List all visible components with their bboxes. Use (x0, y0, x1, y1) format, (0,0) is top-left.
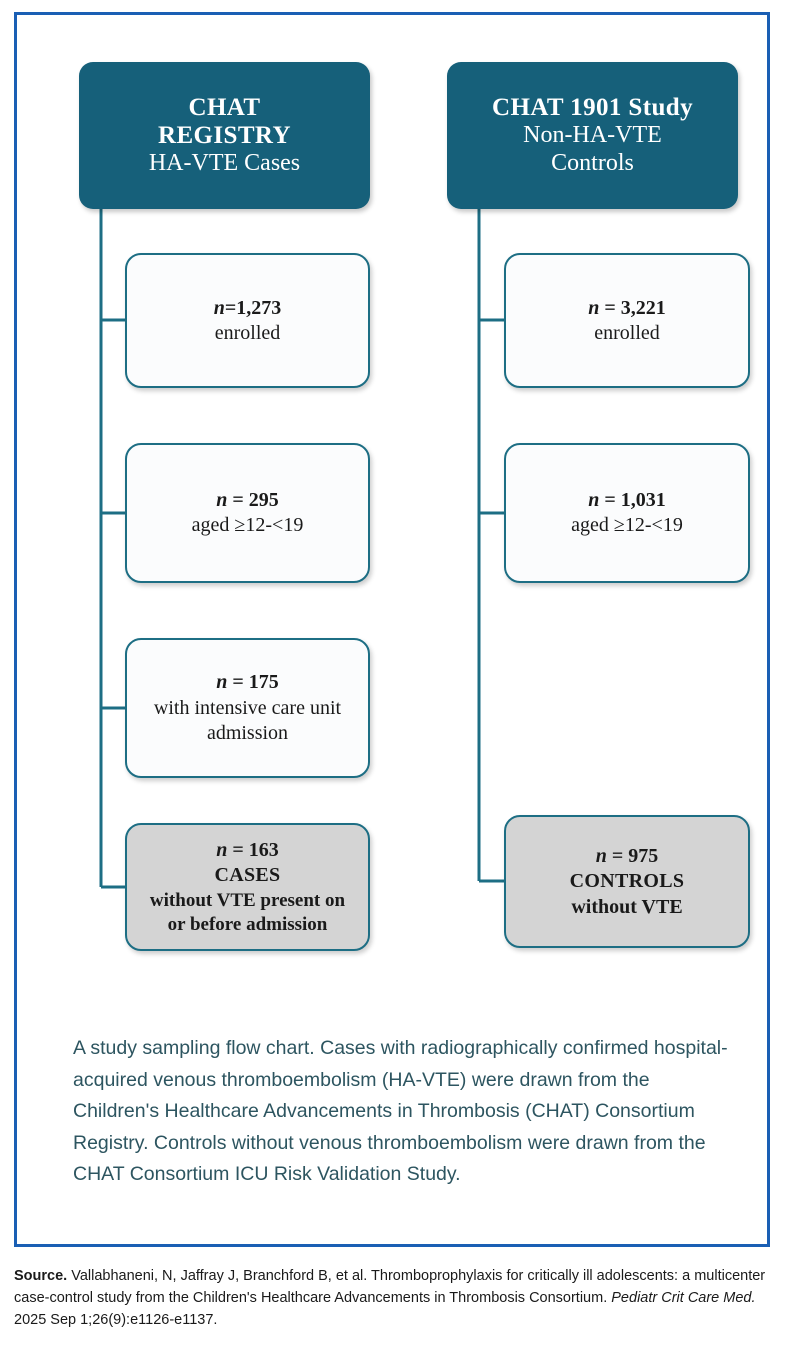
n-symbol: n (213, 296, 225, 319)
n-amount: = 3,221 (604, 296, 666, 319)
step-n-value: n = 975 (596, 843, 659, 869)
header-title-line2: REGISTRY (158, 121, 291, 149)
step-description: without VTE (571, 895, 683, 918)
step-box-study-enrolled: n = 3,221 enrolled (504, 253, 750, 388)
step-n-value: n = 3,221 (588, 295, 666, 321)
n-amount: = 163 (232, 838, 279, 861)
n-symbol: n (588, 489, 600, 511)
step-n-value: n = 295 (216, 487, 279, 513)
step-n-value: n=1,273 (214, 295, 282, 321)
step-description: enrolled (214, 321, 281, 344)
n-amount: =1,273 (224, 296, 282, 319)
step-description: enrolled (594, 321, 660, 344)
source-citation: Source. Vallabhaneni, N, Jaffray J, Bran… (14, 1266, 774, 1331)
n-amount: = 1,031 (604, 489, 666, 511)
step-box-registry-enrolled: n=1,273 enrolled (125, 253, 370, 388)
step-group-label: CASES (214, 864, 281, 887)
n-symbol: n (595, 844, 607, 867)
step-description: aged ≥12-<19 (571, 514, 683, 537)
n-symbol: n (216, 489, 228, 511)
step-box-registry-age-range: n = 295 aged ≥12-<19 (125, 443, 370, 583)
header-box-chat-registry: CHAT REGISTRY HA-VTE Cases (79, 62, 370, 209)
source-journal-name: Pediatr Crit Care Med. (611, 1289, 756, 1306)
step-n-value: n = 1,031 (588, 487, 666, 513)
step-description: with intensive care unit (153, 696, 342, 719)
step-box-registry-icu-admission: n = 175 with intensive care unit admissi… (125, 638, 370, 778)
step-box-study-controls: n = 975 CONTROLS without VTE (504, 815, 750, 948)
header-subtitle-line1: Non-HA-VTE (523, 122, 662, 149)
n-amount: = 295 (232, 489, 279, 511)
header-title-line1: CHAT 1901 Study (492, 94, 693, 122)
source-label: Source. (14, 1268, 68, 1284)
step-description-line2: or before admission (167, 913, 328, 935)
header-subtitle-line2: Controls (551, 149, 634, 176)
header-title-line1: CHAT (188, 93, 261, 121)
flowchart: CHAT REGISTRY HA-VTE Cases CHAT 1901 Stu… (17, 15, 767, 1015)
header-box-chat-1901-study: CHAT 1901 Study Non-HA-VTE Controls (447, 62, 738, 209)
n-symbol: n (216, 671, 228, 694)
source-text-before-journal: Vallabhaneni, N, Jaffray J, Branchford B… (14, 1268, 766, 1306)
step-n-value: n = 175 (216, 669, 279, 695)
step-n-value: n = 163 (216, 837, 279, 863)
n-symbol: n (216, 838, 228, 861)
header-subtitle: HA-VTE Cases (148, 149, 301, 176)
step-box-registry-cases: n = 163 CASES without VTE present on or … (125, 823, 370, 951)
figure-caption: A study sampling flow chart. Cases with … (73, 1037, 728, 1186)
step-description: without VTE present on (149, 889, 346, 911)
source-text-after-journal: 2025 Sep 1;26(9):e1126-e1137. (14, 1311, 218, 1328)
step-box-study-age-range: n = 1,031 aged ≥12-<19 (504, 443, 750, 583)
step-description-line2: admission (206, 722, 289, 745)
step-group-label: CONTROLS (569, 870, 685, 893)
n-amount: = 175 (232, 671, 279, 694)
step-description: aged ≥12-<19 (191, 514, 304, 537)
figure-frame: CHAT REGISTRY HA-VTE Cases CHAT 1901 Stu… (14, 12, 770, 1247)
n-symbol: n (588, 296, 600, 319)
n-amount: = 975 (611, 844, 659, 867)
